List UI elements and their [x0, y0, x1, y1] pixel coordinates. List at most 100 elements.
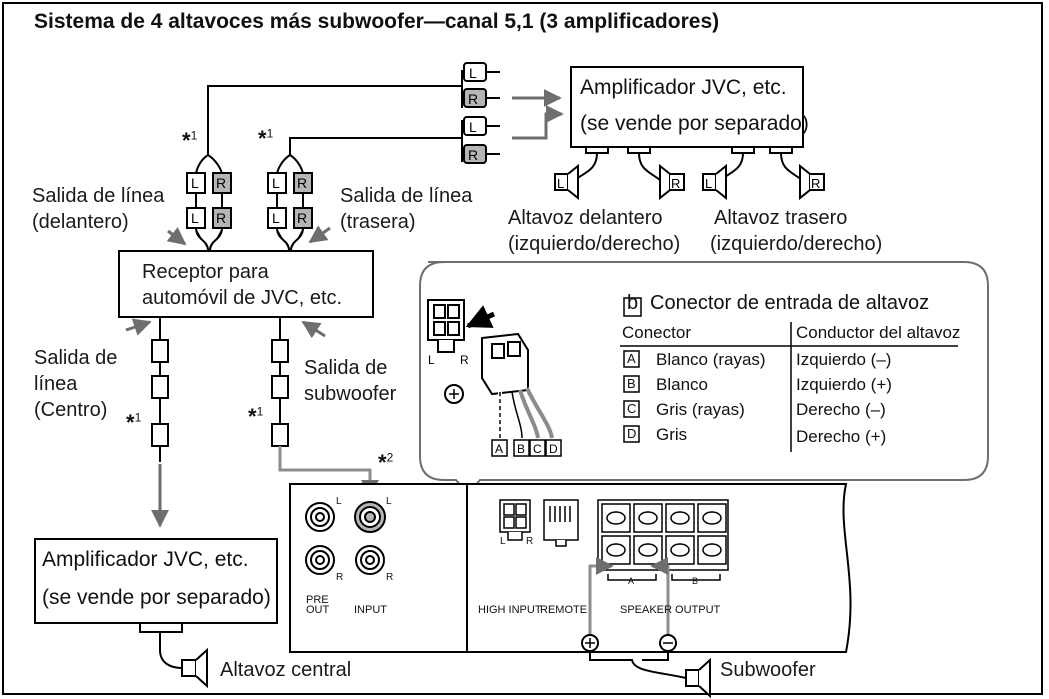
rp-l2: L	[272, 175, 280, 191]
subwoofer-wires	[581, 557, 687, 679]
asterisk-sup-2: 2	[386, 450, 394, 465]
arrow-line-out-front	[166, 227, 187, 246]
center-cable	[151, 318, 169, 462]
asterisk-front-pair: *1	[182, 128, 198, 153]
front-cable	[195, 85, 462, 176]
line-out-rear-label-1: Salida de línea	[340, 185, 473, 207]
wire-tag-a: A	[495, 442, 503, 456]
remote-label: REMOTE	[540, 604, 588, 616]
rear-amp-line2: (se vende por separado)	[580, 112, 809, 135]
receiver-label-1: Receptor para	[142, 261, 269, 283]
spk-r-front: R	[671, 176, 680, 191]
car-receiver-box	[118, 250, 374, 318]
center-amp-line1: Amplificador JVC, etc.	[42, 548, 249, 571]
callout-heading: Conector de entrada de altavoz	[650, 292, 930, 314]
high-input-label: HIGH INPUT	[478, 604, 542, 616]
line-out-rear-label-2: (trasera)	[340, 211, 416, 233]
harness-r: R	[460, 353, 469, 367]
arrow-line-out-rear	[308, 225, 331, 244]
high-input-socket[interactable]	[499, 499, 531, 541]
receiver-plugs	[186, 172, 313, 251]
input-label: INPUT	[354, 604, 387, 616]
line-out-front-label-1: Salida de línea	[32, 185, 165, 207]
spk-r-rear: R	[811, 176, 820, 191]
row-a-speaker: Izquierdo (–)	[796, 350, 892, 369]
rear-amp-speaker-wires	[574, 144, 803, 181]
row-d-speaker: Derecho (+)	[796, 427, 887, 446]
asterisk-sup: 1	[256, 404, 264, 419]
remote-jack[interactable]	[543, 499, 579, 547]
spk-l-front: L	[557, 176, 564, 191]
rp-r4: R	[297, 210, 307, 226]
insert-arrow	[465, 305, 496, 329]
callout-col-connector: Conector	[622, 323, 691, 342]
row-b-speaker: Izquierdo (+)	[796, 375, 892, 394]
harness-l: L	[428, 353, 435, 367]
harness-wires	[498, 387, 554, 439]
front-right-speaker-icon	[659, 163, 685, 201]
row-d-wire: Gris	[656, 425, 688, 444]
plug-l-1: L	[469, 65, 477, 81]
rear-right-speaker-icon	[799, 163, 825, 201]
row-letter-boxes	[623, 297, 642, 443]
rp-l3: L	[191, 210, 199, 226]
asterisk-center: *1	[126, 410, 142, 435]
spk-l-rear: L	[705, 176, 712, 191]
diagram-title: Sistema de 4 altavoces más subwoofer—can…	[34, 10, 720, 33]
input-l-jack[interactable]	[354, 501, 386, 533]
asterisk-sup: 1	[134, 410, 142, 425]
rp-r2: R	[297, 175, 307, 191]
group-b-label: B	[692, 576, 699, 586]
pre-out-l-mark: L	[336, 496, 342, 507]
group-a-label: A	[628, 576, 635, 586]
input-r-mark: R	[386, 572, 394, 583]
pre-out-r-jack	[305, 545, 335, 575]
center-speaker-label: Altavoz central	[220, 659, 352, 681]
subwoofer-out-label-1: Salida de	[304, 357, 388, 379]
speaker-output-terminals[interactable]	[597, 499, 729, 581]
subwoofer-label: Subwoofer	[720, 659, 816, 681]
rp-r3: R	[216, 210, 226, 226]
arrow-to-amp-2	[512, 105, 564, 140]
line-out-center-label-1: Salida de	[34, 347, 118, 369]
row-c-wire: Gris (rayas)	[656, 400, 745, 419]
row-c-speaker: Derecho (–)	[796, 400, 886, 419]
plug-r-2: R	[468, 147, 478, 163]
input-r-jack[interactable]	[355, 545, 385, 575]
subwoofer-out-label-2: subwoofer	[304, 383, 397, 405]
harness-socket-icon	[427, 299, 465, 404]
rp-l1: L	[191, 175, 199, 191]
callout-col-speaker: Conductor del altavoz	[796, 323, 961, 342]
asterisk-sup: 1	[266, 126, 274, 141]
line-out-front-label-2: (delantero)	[32, 211, 129, 233]
row-b-letter: B	[627, 376, 636, 391]
wire-tag-d: D	[549, 442, 558, 456]
subwoofer-speaker-icon	[685, 657, 711, 699]
plug-l-2: L	[469, 119, 477, 135]
rear-speaker-label-2: (izquierdo/derecho)	[710, 233, 883, 255]
speaker-output-label: SPEAKER OUTPUT	[620, 604, 721, 616]
line-out-center-label-3: (Centro)	[34, 399, 108, 421]
receiver-label-2: automóvil de JVC, etc.	[142, 287, 343, 309]
center-amplifier-box	[34, 538, 278, 624]
pre-out-r-mark: R	[336, 572, 344, 583]
pre-out-label-1: PRE	[306, 594, 329, 606]
row-a-letter: A	[627, 351, 636, 366]
top-plug-stack	[461, 62, 500, 164]
asterisk-input: *2	[378, 450, 394, 475]
rear-amp-line1: Amplificador JVC, etc.	[580, 76, 787, 99]
pre-out-label-2: OUT	[306, 604, 330, 616]
center-amp-line2: (se vende por separado)	[42, 586, 271, 609]
rp-r1: R	[216, 175, 226, 191]
asterisk-rear-pair: *1	[258, 126, 274, 151]
center-speaker-wire	[139, 621, 183, 669]
high-input-l: L	[500, 536, 506, 547]
harness-plug-icon	[481, 332, 529, 396]
high-input-r: R	[526, 536, 534, 547]
pre-out-l-jack	[305, 502, 335, 532]
asterisk-sup: 1	[190, 128, 198, 143]
center-speaker-icon	[181, 647, 208, 689]
input-l-mark: L	[386, 496, 392, 507]
